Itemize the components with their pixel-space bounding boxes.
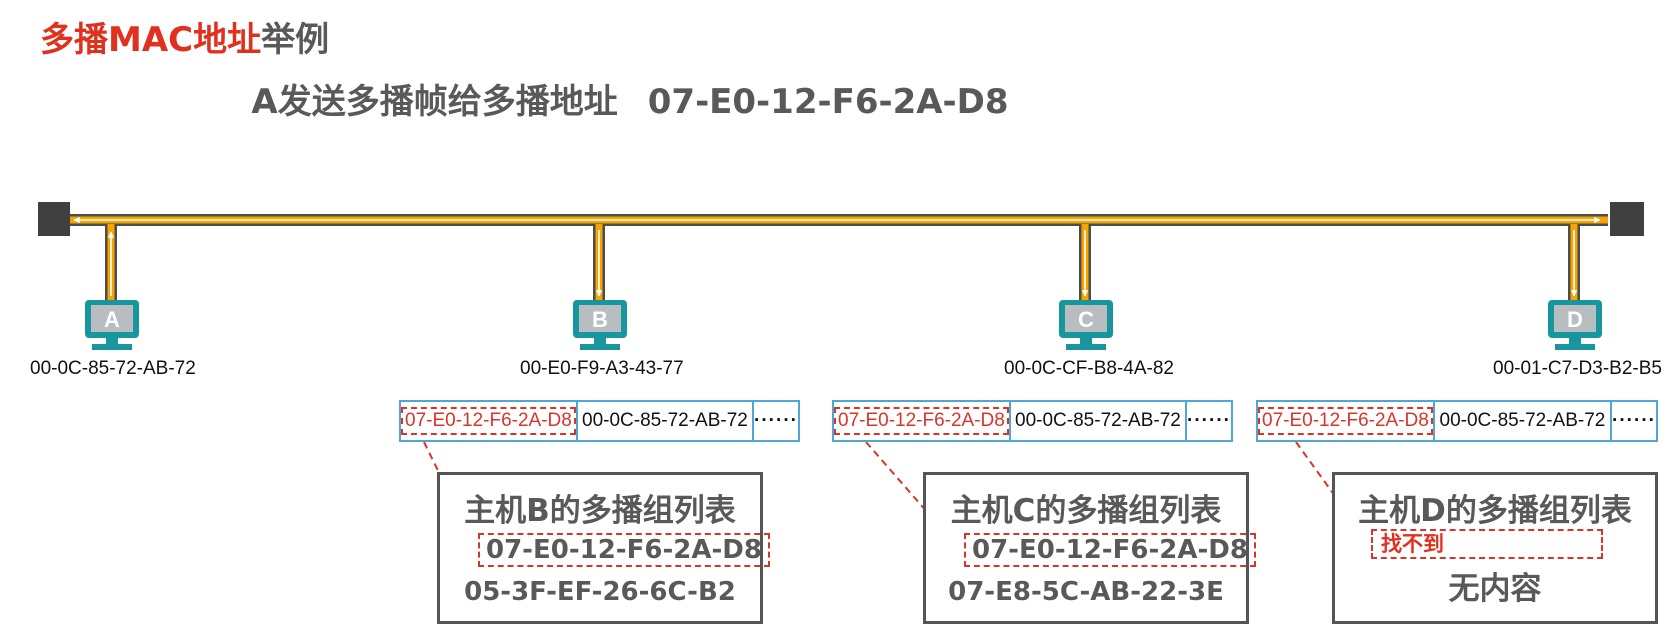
- host-d: D: [1548, 300, 1602, 350]
- group-list-entry-match: 07-E0-12-F6-2A-D8: [964, 533, 1256, 567]
- host-b: B: [573, 300, 627, 350]
- frame-dest-addr: 07-E0-12-F6-2A-D8: [401, 407, 576, 435]
- host-c-mac: 00-0C-CF-B8-4A-82: [1004, 358, 1174, 379]
- frame-more: ······: [1187, 410, 1231, 431]
- frame-src: 00-0C-85-72-AB-72: [578, 402, 755, 440]
- subtitle-text: A发送多播帧给多播地址: [251, 82, 618, 122]
- frame-more: ······: [1612, 410, 1656, 431]
- host-a: A: [85, 300, 139, 350]
- frame-dest: 07-E0-12-F6-2A-D8: [1258, 402, 1435, 440]
- group-list-title: 主机D的多播组列表: [1358, 493, 1632, 529]
- bus-terminator-left: [38, 202, 70, 236]
- group-list-entry-match: 07-E0-12-F6-2A-D8: [478, 533, 770, 567]
- group-list-b: 主机B的多播组列表 07-E0-12-F6-2A-D8 05-3F-EF-26-…: [437, 472, 770, 624]
- host-d-letter: D: [1567, 307, 1583, 332]
- frame-dest: 07-E0-12-F6-2A-D8: [834, 402, 1011, 440]
- group-list-title: 主机B的多播组列表: [464, 493, 736, 529]
- group-list-c: 主机C的多播组列表 07-E0-12-F6-2A-D8 07-E8-5C-AB-…: [923, 472, 1256, 624]
- host-b-letter: B: [592, 307, 608, 332]
- frame-dest: 07-E0-12-F6-2A-D8: [401, 402, 578, 440]
- group-list-entry: 07-E8-5C-AB-22-3E: [948, 577, 1224, 607]
- frame-dest-addr: 07-E0-12-F6-2A-D8: [834, 407, 1009, 435]
- empty-label: 无内容: [1448, 571, 1542, 607]
- host-b-mac: 00-E0-F9-A3-43-77: [520, 358, 684, 379]
- frame-dest-addr: 07-E0-12-F6-2A-D8: [1258, 407, 1433, 435]
- page-title: 多播MAC地址举例: [40, 12, 329, 61]
- frame-src: 00-0C-85-72-AB-72: [1011, 402, 1188, 440]
- bus-terminator-right: [1610, 202, 1644, 236]
- frame-d: 07-E0-12-F6-2A-D8 00-0C-85-72-AB-72 ····…: [1256, 400, 1658, 442]
- frame-b: 07-E0-12-F6-2A-D8 00-0C-85-72-AB-72 ····…: [399, 400, 800, 442]
- subtitle-address: 07-E0-12-F6-2A-D8: [647, 82, 1009, 122]
- group-list-entry: 05-3F-EF-26-6C-B2: [464, 577, 736, 607]
- group-list-title: 主机C的多播组列表: [950, 493, 1222, 529]
- host-a-letter: A: [104, 307, 120, 332]
- group-list-d: 主机D的多播组列表 找不到 无内容: [1332, 472, 1658, 624]
- frame-more: ······: [754, 410, 798, 431]
- title-highlight: 多播MAC地址: [40, 20, 262, 60]
- host-c-letter: C: [1078, 307, 1094, 332]
- host-d-mac: 00-01-C7-D3-B2-B5: [1493, 358, 1662, 379]
- host-c: C: [1059, 300, 1113, 350]
- not-found-label: 找不到: [1371, 529, 1603, 559]
- host-a-mac: 00-0C-85-72-AB-72: [30, 358, 196, 379]
- frame-src: 00-0C-85-72-AB-72: [1435, 402, 1613, 440]
- title-rest: 举例: [261, 20, 330, 60]
- subtitle: A发送多播帧给多播地址 07-E0-12-F6-2A-D8: [0, 74, 1260, 123]
- frame-c: 07-E0-12-F6-2A-D8 00-0C-85-72-AB-72 ····…: [832, 400, 1233, 442]
